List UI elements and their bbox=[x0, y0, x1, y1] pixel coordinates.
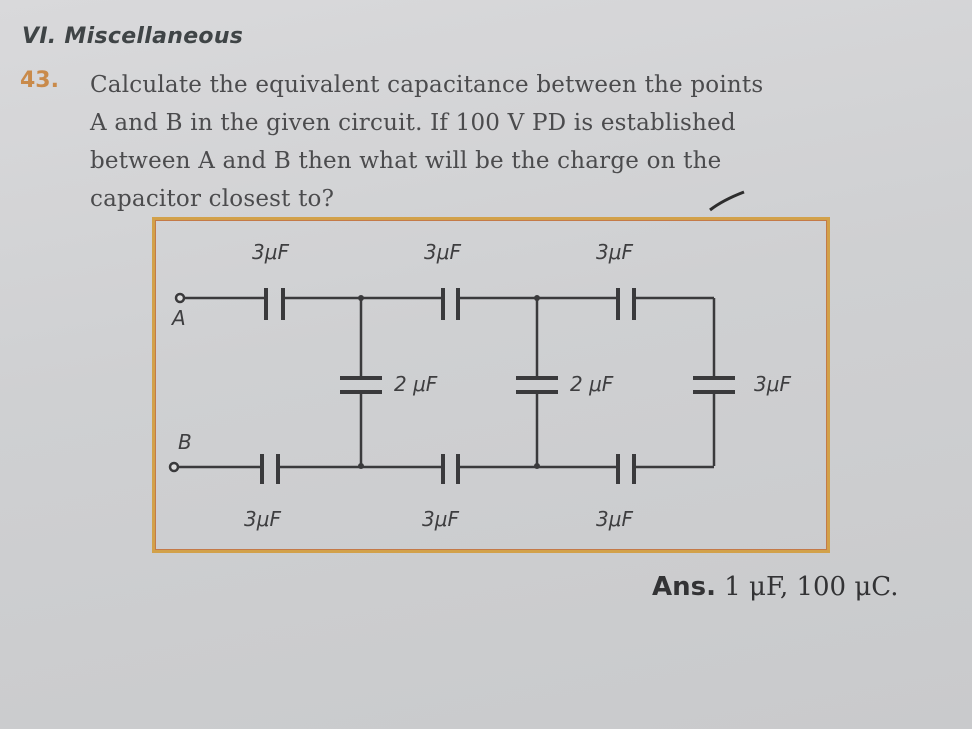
question-line-2: A and B in the given circuit. If 100 V P… bbox=[90, 110, 736, 136]
answer-value: 1 μF, 100 μC. bbox=[724, 572, 899, 602]
bottom-cap-1-label: 3μF bbox=[244, 507, 281, 531]
section-title: VI. Miscellaneous bbox=[22, 24, 244, 49]
terminal-b-label: B bbox=[178, 430, 192, 454]
vertical-cap-1-label: 2 μF bbox=[394, 372, 438, 396]
terminal-a-label: A bbox=[172, 306, 186, 330]
circuit-diagram-frame bbox=[152, 217, 830, 553]
vertical-cap-2-label: 2 μF bbox=[570, 372, 614, 396]
answer: Ans. 1 μF, 100 μC. bbox=[652, 572, 899, 602]
pen-tick-mark bbox=[709, 190, 745, 212]
question-number: 43. bbox=[20, 68, 59, 93]
question-text: Calculate the equivalent capacitance bet… bbox=[90, 66, 930, 218]
top-cap-1-label: 3μF bbox=[252, 240, 289, 264]
question-line-1: Calculate the equivalent capacitance bet… bbox=[90, 72, 764, 98]
top-cap-2-label: 3μF bbox=[424, 240, 461, 264]
vertical-cap-3-label: 3μF bbox=[754, 372, 791, 396]
question-line-3: between A and B then what will be the ch… bbox=[90, 148, 722, 174]
bottom-cap-2-label: 3μF bbox=[422, 507, 459, 531]
answer-key: Ans. bbox=[652, 572, 716, 602]
question-line-4: capacitor closest to? bbox=[90, 186, 335, 212]
top-cap-3-label: 3μF bbox=[596, 240, 633, 264]
bottom-cap-3-label: 3μF bbox=[596, 507, 633, 531]
